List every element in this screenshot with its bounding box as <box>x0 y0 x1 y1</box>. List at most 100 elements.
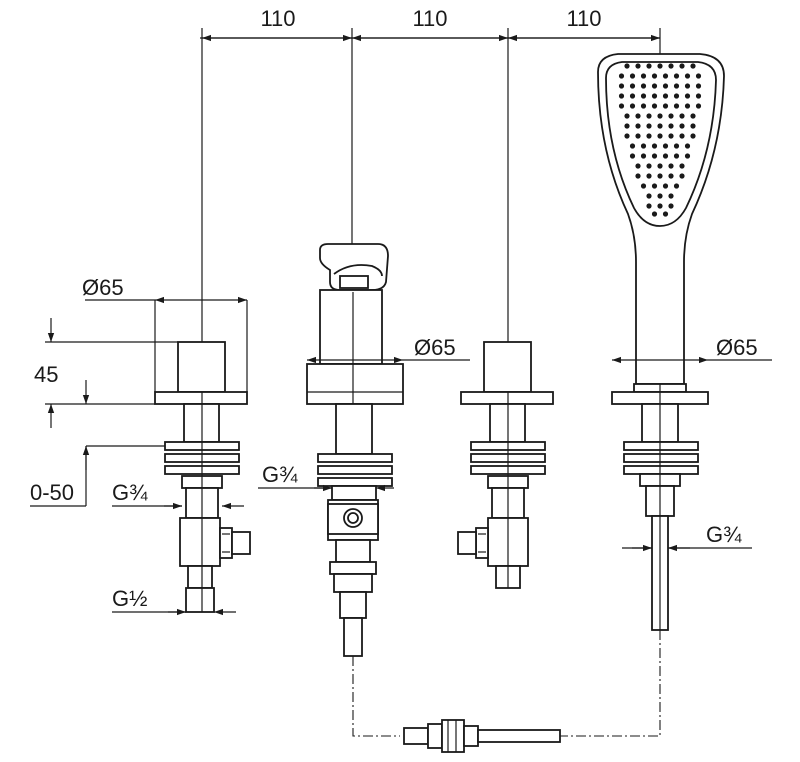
spacing-label-3: 110 <box>566 6 601 31</box>
nozzle-dot <box>662 153 669 159</box>
nozzle-dot <box>640 83 647 89</box>
nozzle-dot <box>657 63 663 69</box>
nozzle-dot <box>679 133 685 139</box>
nozzle-dot <box>673 83 680 89</box>
nozzle-dot <box>695 73 702 79</box>
nozzle-dot <box>690 113 696 119</box>
diameter-dimension-spout: Ø65 <box>307 335 470 364</box>
nozzle-dot <box>635 113 641 119</box>
nozzle-dot <box>668 193 674 199</box>
nozzle-dot <box>679 63 685 69</box>
nozzle-dot <box>651 103 658 109</box>
nozzle-dot <box>657 123 663 129</box>
nozzle-dot <box>629 153 636 159</box>
nozzle-dot <box>668 113 674 119</box>
nozzle-dot <box>668 203 674 209</box>
spacing-label-2: 110 <box>412 6 447 31</box>
nozzle-dot <box>668 163 674 169</box>
nozzle-dot <box>684 103 691 109</box>
nozzle-dot <box>657 163 663 169</box>
nozzle-dot <box>640 93 647 99</box>
nozzle-dot <box>673 143 680 149</box>
nozzle-dot <box>679 113 685 119</box>
nozzle-dot <box>673 153 680 159</box>
nozzle-dot <box>640 103 647 109</box>
nozzle-dot <box>684 73 691 79</box>
nozzle-dot <box>635 163 641 169</box>
nozzle-dot <box>695 83 702 89</box>
nozzle-dot <box>668 123 674 129</box>
thread-dimension-left-upper: G¾ <box>112 480 244 510</box>
nozzle-dot <box>629 143 636 149</box>
nozzle-dot <box>684 143 691 149</box>
nozzle-dot <box>668 133 674 139</box>
nozzle-dot <box>618 103 625 109</box>
nozzle-dot <box>646 63 652 69</box>
spacing-label-1: 110 <box>260 6 295 31</box>
nozzle-dot <box>690 123 696 129</box>
nozzle-dot <box>657 113 663 119</box>
diameter-label-shower: Ø65 <box>716 335 758 360</box>
nozzle-dot <box>646 173 652 179</box>
nozzle-dot <box>673 93 680 99</box>
thread-dimension-shower: G¾ <box>622 522 752 552</box>
nozzle-dot <box>662 103 669 109</box>
nozzle-dot <box>651 73 658 79</box>
nozzle-dot <box>662 73 669 79</box>
nozzle-dot <box>668 173 674 179</box>
nozzle-dot <box>635 123 641 129</box>
nozzle-dot <box>624 133 630 139</box>
nozzle-dot <box>695 103 702 109</box>
nozzle-dot <box>662 93 669 99</box>
nozzle-dot <box>690 63 696 69</box>
connection-hose <box>352 630 661 753</box>
nozzle-dot <box>651 143 658 149</box>
nozzle-dot <box>662 143 669 149</box>
middle-valve <box>457 341 554 589</box>
spray-nozzles <box>618 63 702 217</box>
nozzle-dot <box>635 133 641 139</box>
deck-range-label: 0-50 <box>30 480 74 505</box>
nozzle-dot <box>646 163 652 169</box>
nozzle-dot <box>646 113 652 119</box>
nozzle-dot <box>629 83 636 89</box>
left-valve <box>154 341 251 613</box>
nozzle-dot <box>618 93 625 99</box>
nozzle-dot <box>684 83 691 89</box>
nozzle-dot <box>635 173 641 179</box>
nozzle-dot <box>657 173 663 179</box>
nozzle-dot <box>690 133 696 139</box>
nozzle-dot <box>695 93 702 99</box>
nozzle-dot <box>629 103 636 109</box>
nozzle-dot <box>618 73 625 79</box>
height-label: 45 <box>34 362 58 387</box>
deck-range-dimension: 0-50 <box>30 445 165 507</box>
nozzle-dot <box>646 133 652 139</box>
nozzle-dot <box>618 83 625 89</box>
thread-label-shower: G¾ <box>706 522 742 547</box>
nozzle-dot <box>635 63 641 69</box>
nozzle-dot <box>651 183 658 189</box>
nozzle-dot <box>668 63 674 69</box>
nozzle-dot <box>662 83 669 89</box>
diameter-dimension-shower: Ø65 <box>612 335 772 364</box>
rosette-height-dimension: 45 <box>34 318 178 428</box>
thread-label-left-upper: G¾ <box>112 480 148 505</box>
nozzle-dot <box>640 143 647 149</box>
nozzle-dot <box>651 93 658 99</box>
nozzle-dot <box>662 183 669 189</box>
nozzle-dot <box>624 123 630 129</box>
nozzle-dot <box>684 93 691 99</box>
nozzle-dot <box>684 153 691 159</box>
diameter-label-left: Ø65 <box>82 275 124 300</box>
nozzle-dot <box>673 73 680 79</box>
thread-label-left-lower: G½ <box>112 586 147 611</box>
nozzle-dot <box>629 93 636 99</box>
nozzle-dot <box>629 73 636 79</box>
nozzle-dot <box>640 183 647 189</box>
thread-label-spout: G¾ <box>262 462 298 487</box>
nozzle-dot <box>640 153 647 159</box>
nozzle-dot <box>624 63 630 69</box>
nozzle-dot <box>657 203 663 209</box>
